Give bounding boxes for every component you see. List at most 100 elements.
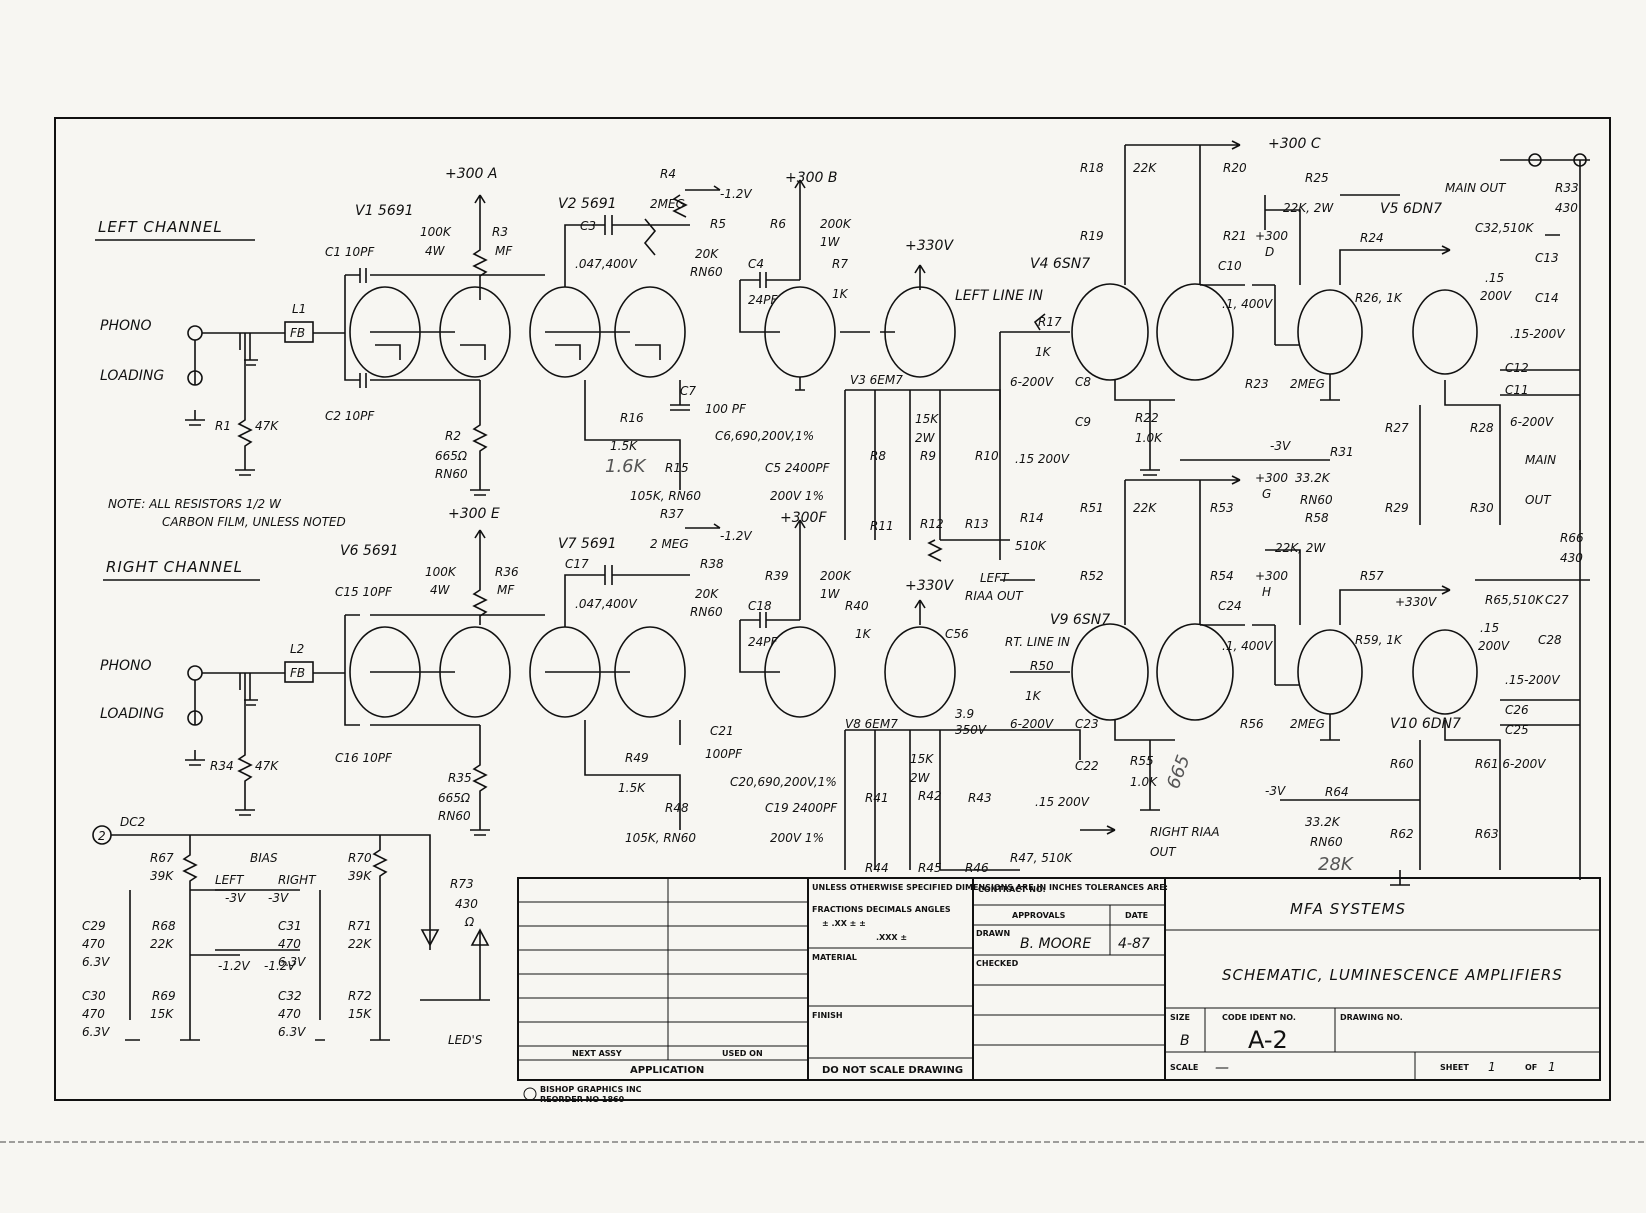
label-r29: R29 bbox=[1385, 501, 1409, 515]
label-c32-bias: C32 bbox=[278, 989, 302, 1003]
label-r11: R11 bbox=[870, 519, 894, 533]
label-r55-value: 1.0K bbox=[1130, 775, 1158, 789]
left-channel-labels: +300 A V1 5691 100K 4W R3 MF C1 10PF C2 … bbox=[215, 136, 1579, 553]
v4-tube bbox=[1071, 283, 1149, 381]
label-c7-value: 100 PF bbox=[705, 402, 747, 416]
label-r46: R46 bbox=[965, 861, 989, 875]
label-6-200v-c23: 6-200V bbox=[1010, 717, 1054, 731]
label-bias-left-3v: -3V bbox=[225, 891, 246, 905]
size-value: B bbox=[1180, 1033, 1190, 1049]
label-g: G bbox=[1262, 487, 1271, 501]
label-bias-left: LEFT bbox=[215, 873, 245, 887]
label-r43: R43 bbox=[968, 791, 992, 805]
drawn-date: 4-87 bbox=[1118, 936, 1150, 952]
left-channel-circuit: LEFT CHANNEL PHONO LOADING bbox=[95, 140, 1590, 600]
label-r25: R25 bbox=[1305, 171, 1329, 185]
label-300b: +300 B bbox=[785, 170, 838, 186]
label-r16: R16 bbox=[620, 411, 644, 425]
label-c9: C9 bbox=[1075, 415, 1091, 429]
label-c18-value: 24PF bbox=[748, 635, 779, 649]
label-v5: V5 6DN7 bbox=[1380, 201, 1442, 217]
label-r34: R34 bbox=[210, 759, 234, 773]
label-rt-line-in: RT. LINE IN bbox=[1005, 635, 1070, 649]
tolerances-note: UNLESS OTHERWISE SPECIFIED DIMENSIONS AR… bbox=[812, 883, 1168, 892]
label-r3-type: MF bbox=[495, 244, 513, 258]
label-15-200v-r: .15-200V bbox=[1505, 673, 1560, 687]
label-v3: V3 6EM7 bbox=[850, 373, 903, 387]
label-200v-c27: 200V bbox=[1478, 639, 1510, 653]
printer-logo-icon bbox=[523, 1087, 537, 1101]
label-r65: R65,510K bbox=[1485, 593, 1544, 607]
scale-label: SCALE bbox=[1170, 1063, 1198, 1072]
label-r52: R52 bbox=[1080, 569, 1104, 583]
label-r20: R20 bbox=[1223, 161, 1247, 175]
label-15-200v: .15-200V bbox=[1510, 327, 1565, 341]
label-c22-value: .15 200V bbox=[1035, 795, 1090, 809]
label-r44: R44 bbox=[865, 861, 889, 875]
label-r58-value: 22K, 2W bbox=[1275, 541, 1326, 555]
label-r33-value: 430 bbox=[1555, 201, 1578, 215]
label-c20: C20,690,200V,1% bbox=[730, 775, 837, 789]
label-r14-value: 510K bbox=[1015, 539, 1047, 553]
label-r59: R59, 1K bbox=[1355, 633, 1403, 647]
label-l2-fb: FB bbox=[290, 666, 305, 680]
label-r64: R64 bbox=[1325, 785, 1349, 799]
label-r12: R12 bbox=[920, 517, 944, 531]
drawing-no-label: DRAWING NO. bbox=[1340, 1013, 1403, 1022]
label-r51: R51 bbox=[1080, 501, 1104, 515]
label-r31-value: 33.2K bbox=[1295, 471, 1331, 485]
label-r4: R4 bbox=[660, 167, 676, 181]
label-c18: C18 bbox=[748, 599, 772, 613]
label-r68-value: 22K bbox=[150, 937, 174, 951]
label-r48: R48 bbox=[665, 801, 689, 815]
of-label: OF bbox=[1525, 1063, 1537, 1072]
label-c3: C3 bbox=[580, 219, 596, 233]
led-right-icon bbox=[470, 928, 490, 946]
label-r67: R67 bbox=[150, 851, 174, 865]
label-c25: C25 bbox=[1505, 723, 1529, 737]
title-block bbox=[517, 877, 1601, 1081]
left-loading-label: LOADING bbox=[100, 368, 164, 384]
label-r38-type: RN60 bbox=[690, 605, 723, 619]
label-c29-voltage: 6.3V bbox=[82, 955, 110, 969]
label-22k-r18: 22K bbox=[1133, 161, 1157, 175]
fractions-header: FRACTIONS DECIMALS ANGLES bbox=[812, 905, 951, 914]
label-330v-v10: +330V bbox=[1395, 595, 1437, 609]
used-on-label: USED ON bbox=[722, 1049, 763, 1058]
label-15k-a: 15K bbox=[915, 412, 939, 426]
label-c24: C24 bbox=[1218, 599, 1242, 613]
label-r64-type: RN60 bbox=[1310, 835, 1343, 849]
label-r56-value: 2MEG bbox=[1290, 717, 1325, 731]
label-c31-voltage: 6.3V bbox=[278, 955, 306, 969]
label-bias: BIAS bbox=[250, 851, 278, 865]
label-r54: R54 bbox=[1210, 569, 1234, 583]
label-c7: C7 bbox=[680, 384, 696, 398]
label-r57: R57 bbox=[1360, 569, 1384, 583]
application-label: APPLICATION bbox=[630, 1065, 704, 1076]
label-c12: C12 bbox=[1505, 361, 1529, 375]
label-r2-type: RN60 bbox=[435, 467, 468, 481]
label-r16-value: 1.5K bbox=[610, 439, 638, 453]
label-r30: R30 bbox=[1470, 501, 1494, 515]
label-main-out: MAIN OUT bbox=[1445, 181, 1507, 195]
label-r68: R68 bbox=[152, 919, 176, 933]
label-2w-a: 2W bbox=[915, 431, 936, 445]
label-c16: C16 10PF bbox=[335, 751, 393, 765]
label-c1: C1 10PF bbox=[325, 245, 375, 259]
label-r23: R23 bbox=[1245, 377, 1269, 391]
label-r48-value: 105K, RN60 bbox=[625, 831, 696, 845]
label-r25-value: 22K, 2W bbox=[1283, 201, 1334, 215]
label-r17: R17 bbox=[1038, 315, 1062, 329]
label-c10: C10 bbox=[1218, 259, 1242, 273]
label-neg1-2v-r: -1.2V bbox=[720, 529, 752, 543]
label-c10-value: .1, 400V bbox=[1222, 297, 1273, 311]
label-c32: C32,510K bbox=[1475, 221, 1534, 235]
label-r45: R45 bbox=[918, 861, 942, 875]
reorder-number: REORDER NO 1860 bbox=[540, 1095, 625, 1104]
label-h: H bbox=[1262, 585, 1271, 599]
label-c27: C27 bbox=[1545, 593, 1569, 607]
code-ident-value: A-2 bbox=[1248, 1026, 1288, 1054]
label-c31: C31 bbox=[278, 919, 302, 933]
main-out-jack-2-icon bbox=[1573, 153, 1587, 167]
label-bias-right-3v: -3V bbox=[268, 891, 289, 905]
